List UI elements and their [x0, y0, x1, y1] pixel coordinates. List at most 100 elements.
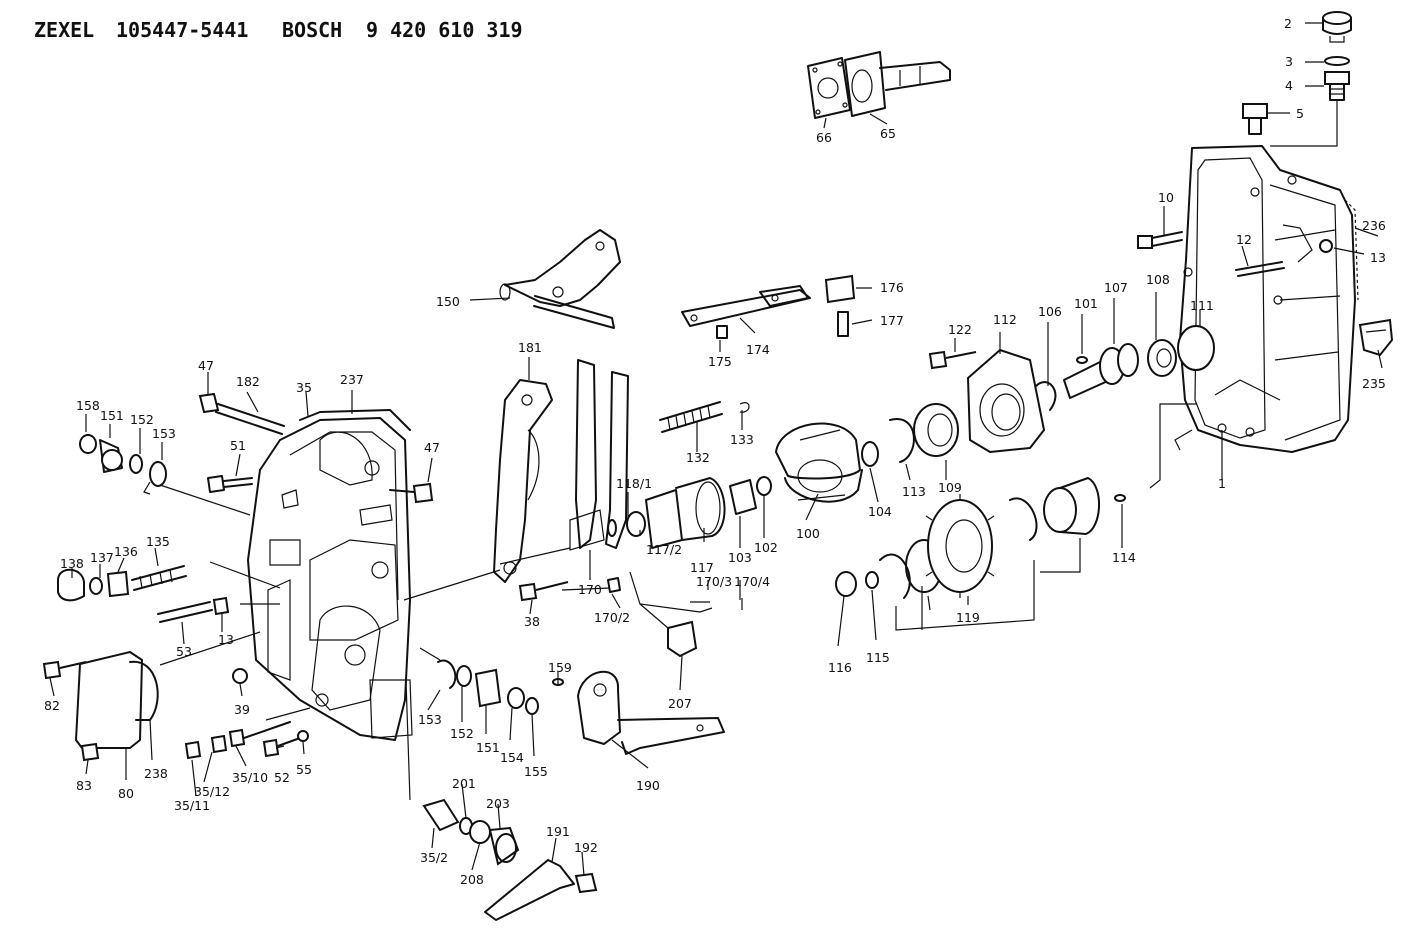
callout-label: 80 — [118, 786, 134, 801]
callout-label: 35/2 — [420, 850, 448, 865]
screw-part-51 — [207, 475, 253, 493]
callout-label: 138 — [60, 556, 84, 571]
key-part-101 — [1076, 356, 1088, 364]
callout-label: 12 — [1236, 232, 1252, 247]
callout-label: 111 — [1190, 298, 1214, 313]
adjuster-stack-35-2-208 — [422, 798, 520, 866]
callout-label: 203 — [486, 796, 510, 811]
screw-part-47b — [412, 482, 434, 504]
callout-label: 39 — [234, 702, 250, 717]
callout-label: 152 — [450, 726, 474, 741]
callout-label: 207 — [668, 696, 692, 711]
gear-part-119 — [925, 494, 995, 598]
callout-label: 35 — [296, 380, 312, 395]
callout-label: 83 — [76, 778, 92, 793]
callout-label: 3 — [1285, 54, 1293, 69]
callout-label: 133 — [730, 432, 754, 447]
callout-label: 66 — [816, 130, 832, 145]
callout-label: 238 — [144, 766, 168, 781]
callout-label: 13 — [1370, 250, 1386, 265]
callout-label: 135 — [146, 534, 170, 549]
sleeve-103-102 — [729, 476, 772, 515]
rack-rod-part-174 — [681, 285, 811, 327]
callout-label: 38 — [524, 614, 540, 629]
cover-plate-part-80 — [75, 651, 143, 749]
seal-stack-153-155 — [437, 659, 539, 715]
callout-label: 112 — [993, 312, 1017, 327]
callout-label: 191 — [546, 824, 570, 839]
stud-part-12 — [1235, 261, 1285, 277]
circlip-part-106 — [1035, 381, 1057, 411]
callout-label: 150 — [436, 294, 460, 309]
callout-label: 35/11 — [174, 798, 210, 813]
callout-label: 52 — [274, 770, 290, 785]
leader-lines — [49, 22, 1383, 877]
callout-label: 152 — [130, 412, 154, 427]
plug-part-235 — [1358, 318, 1394, 357]
callout-label: 192 — [574, 840, 598, 855]
callout-label: 170/3 — [696, 574, 732, 589]
callout-label: 115 — [866, 650, 890, 665]
guide-lever-part-181 — [493, 379, 553, 583]
block-part-176 — [824, 274, 856, 304]
callout-label: 113 — [902, 484, 926, 499]
callout-label: 170/4 — [734, 574, 770, 589]
spring-part-132 — [659, 401, 723, 433]
callout-label: 2 — [1284, 16, 1292, 31]
adjusting-screw-stack-138-135 — [57, 565, 187, 602]
callout-label: 118/1 — [616, 476, 652, 491]
pin-part-182 — [215, 403, 285, 435]
callout-label: 208 — [460, 872, 484, 887]
callout-label: 170 — [578, 582, 602, 597]
screw-part-177 — [837, 311, 849, 337]
header-brand-zexel: ZEXEL — [34, 18, 95, 42]
callout-label: 104 — [868, 504, 892, 519]
nut-part-13b — [212, 596, 230, 616]
cap-part-2 — [1322, 11, 1352, 43]
callout-label: 153 — [418, 712, 442, 727]
callout-labels: 2 3 4 5 66 65 236 10 12 13 176 177 175 1… — [44, 16, 1386, 887]
flyweight-assembly-part-100 — [775, 422, 863, 503]
nut-part-13 — [1319, 239, 1333, 253]
callout-label: 13 — [218, 632, 234, 647]
callout-label: 82 — [44, 698, 60, 713]
plug-part-4 — [1324, 71, 1350, 101]
callout-label: 47 — [424, 440, 440, 455]
washer-part-115 — [865, 571, 879, 589]
washer-part-55 — [297, 730, 309, 742]
callout-label: 100 — [796, 526, 820, 541]
lever-pair-part-170 — [569, 359, 629, 551]
bolt-part-10 — [1137, 231, 1183, 249]
bearing-part-109 — [913, 403, 959, 457]
screw-part-47 — [198, 392, 220, 414]
callout-label: 237 — [340, 372, 364, 387]
ring-part-111 — [1177, 325, 1215, 371]
callout-label: 176 — [880, 280, 904, 295]
callout-label: 151 — [476, 740, 500, 755]
callout-label: 116 — [828, 660, 852, 675]
callout-label: 117/2 — [646, 542, 682, 557]
callout-label: 106 — [1038, 304, 1062, 319]
callout-label: 10 — [1158, 190, 1174, 205]
callout-label: 201 — [452, 776, 476, 791]
callout-label: 155 — [524, 764, 548, 779]
circlip-part-113 — [889, 418, 915, 463]
shaft-part-107 — [1063, 343, 1139, 399]
screw-part-83 — [80, 742, 100, 762]
screw-part-192 — [574, 872, 598, 894]
screw-part-38 — [518, 581, 569, 602]
callout-label: 35/12 — [194, 784, 230, 799]
callout-label: 158 — [76, 398, 100, 413]
nut-part-39 — [232, 668, 248, 684]
flange-part-66 — [807, 57, 851, 119]
lever-part-191 — [484, 859, 575, 921]
lever-part-190 — [577, 670, 725, 755]
callout-label: 119 — [956, 610, 980, 625]
callout-label: 154 — [500, 750, 524, 765]
callout-label: 117 — [690, 560, 714, 575]
gasket-part-238 — [129, 660, 159, 721]
callout-label: 65 — [880, 126, 896, 141]
callout-label: 190 — [636, 778, 660, 793]
callout-label: 55 — [296, 762, 312, 777]
